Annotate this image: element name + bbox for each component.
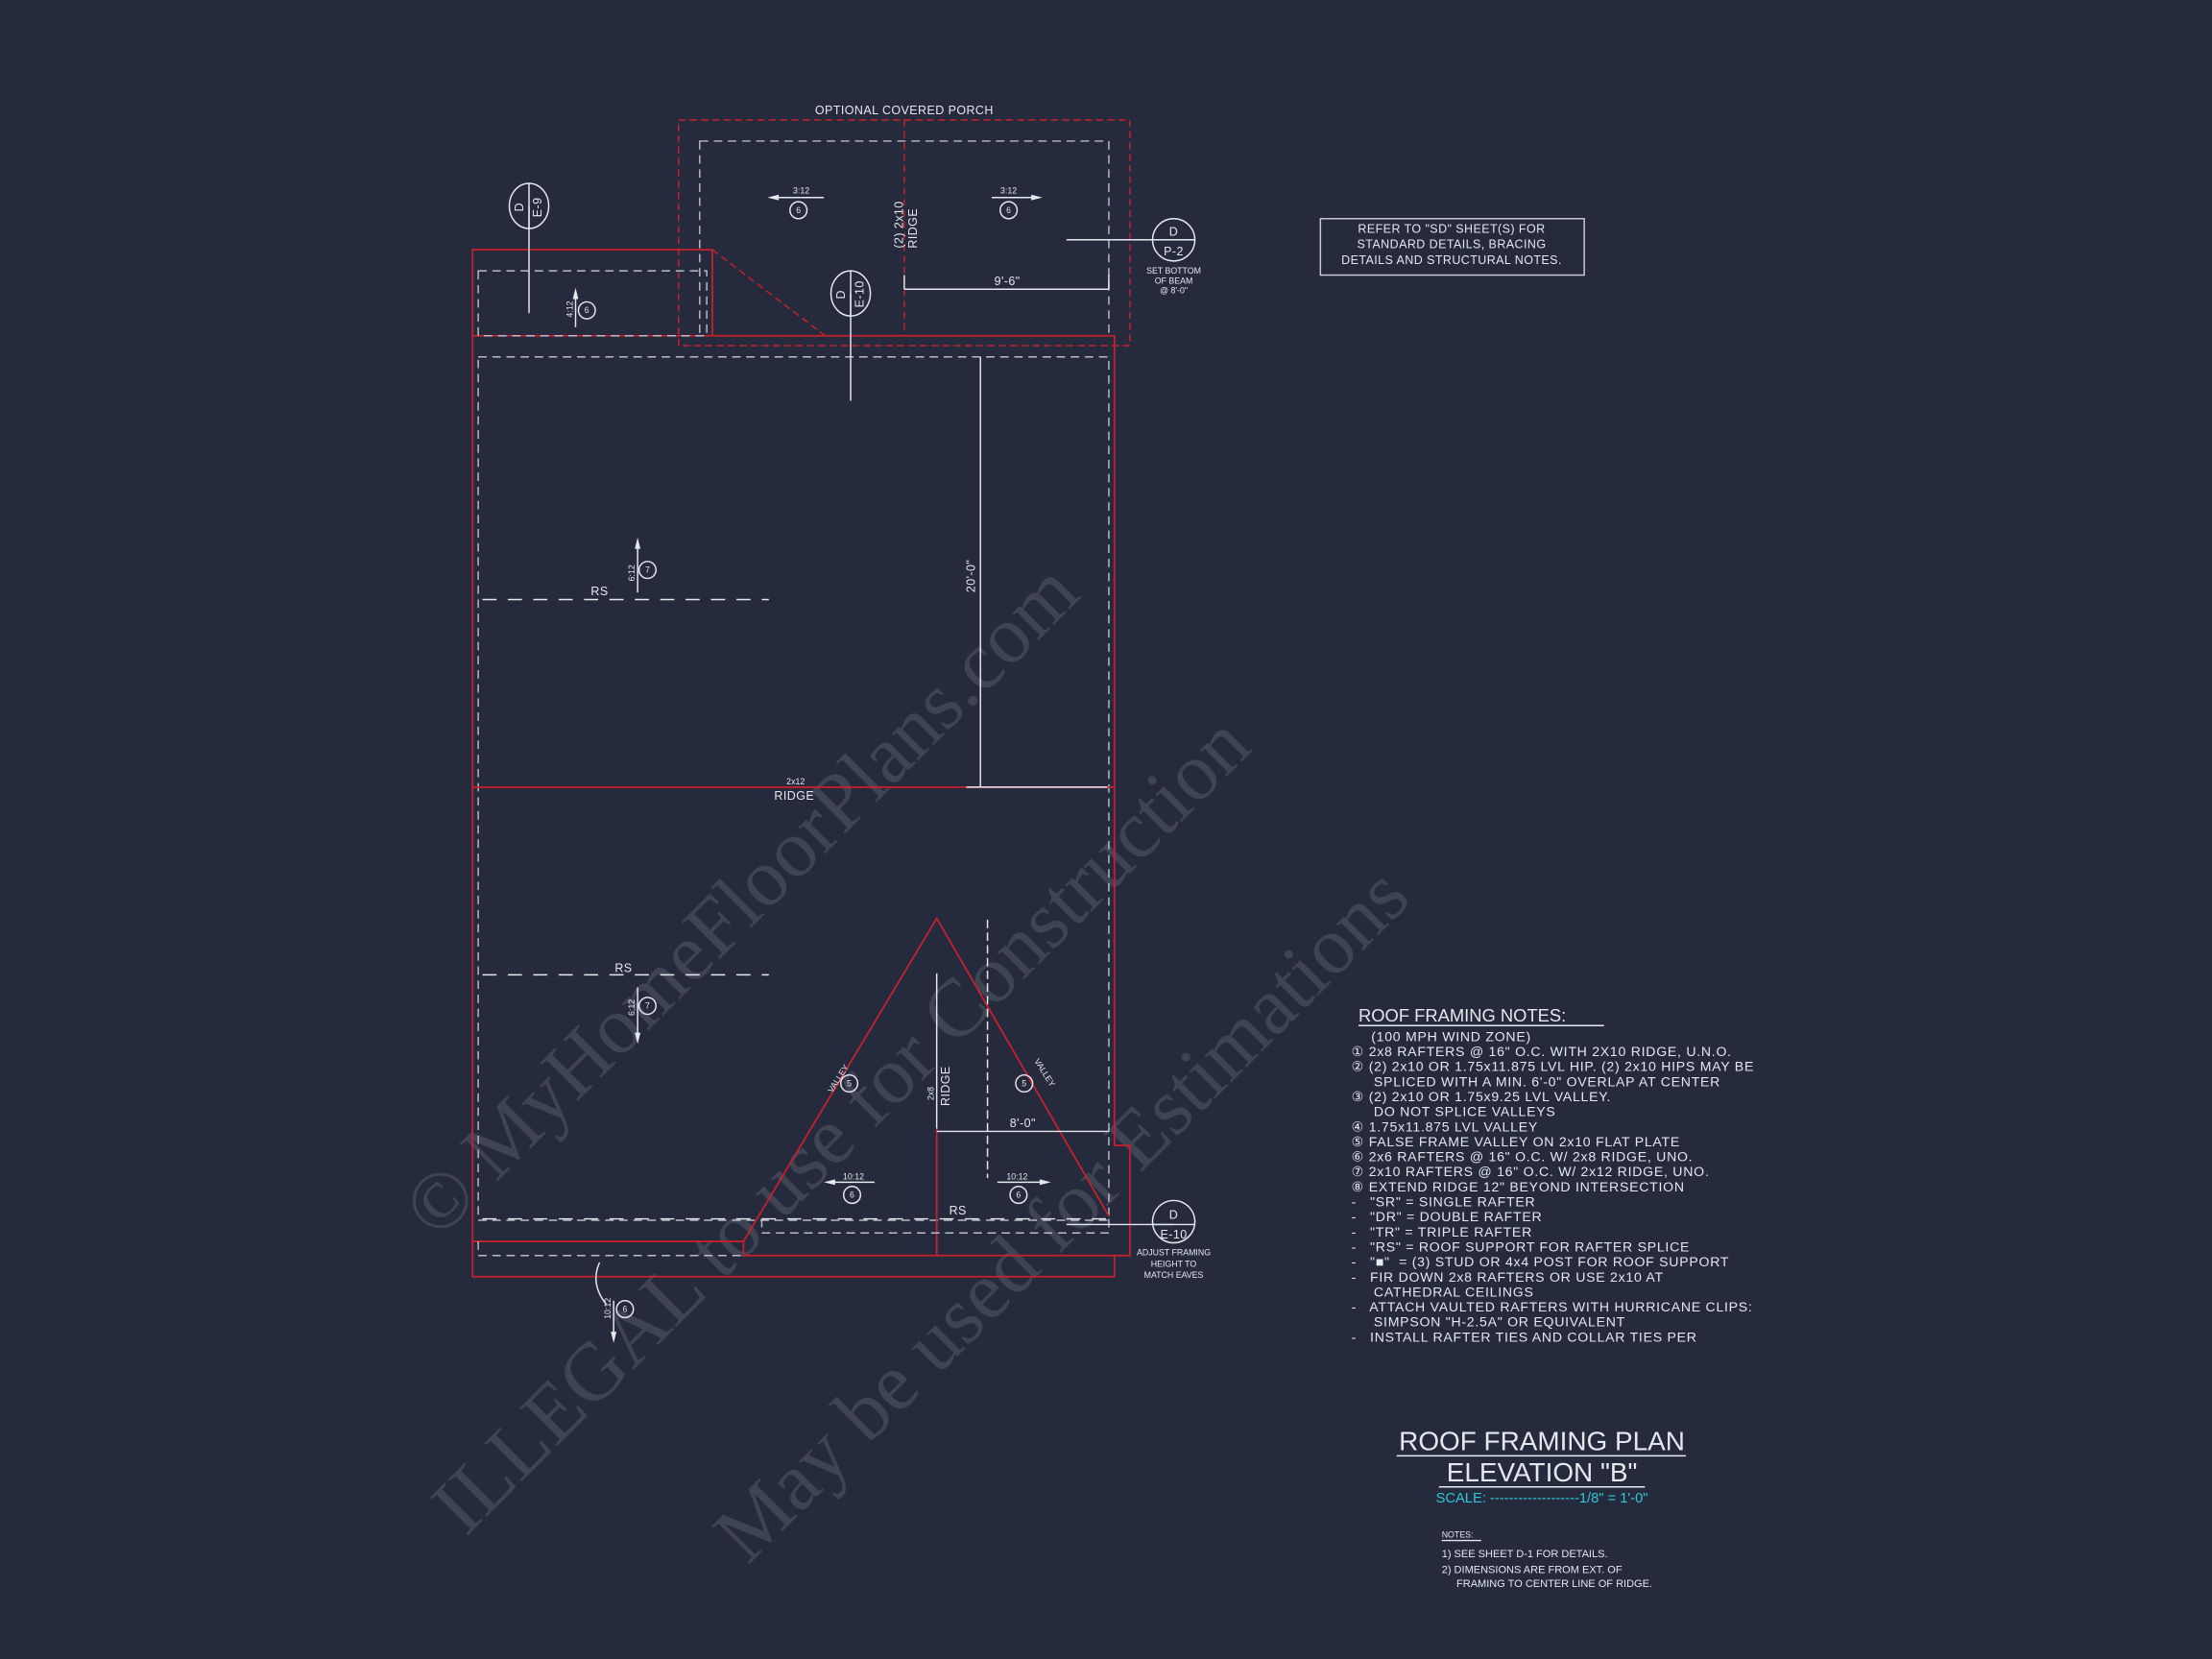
svg-text:STANDARD DETAILS, BRACING: STANDARD DETAILS, BRACING [1358, 238, 1547, 252]
svg-text:HEIGHT TO: HEIGHT TO [1151, 1260, 1197, 1269]
slope-label: 10:12 [843, 1171, 864, 1181]
drawing-title: ROOF FRAMING PLAN [1399, 1427, 1685, 1456]
svg-text:E-10: E-10 [1160, 1228, 1187, 1241]
drawing-subtitle: ELEVATION "B" [1447, 1457, 1638, 1487]
note-line: - FIR DOWN 2x8 RAFTERS OR USE 2x10 AT [1352, 1269, 1664, 1285]
notes-heading: NOTES: [1442, 1530, 1474, 1540]
svg-text:2) DIMENSIONS ARE FROM EXT. O: 2) DIMENSIONS ARE FROM EXT. OF [1442, 1564, 1623, 1575]
valley-lines [742, 916, 1110, 1242]
note-line: ⑤ FALSE FRAME VALLEY ON 2x10 FLAT PLATE [1352, 1134, 1680, 1149]
slope-label: 3:12 [1000, 185, 1017, 195]
slope-label: 4:12 [565, 301, 575, 317]
roof-framing-notes: ROOF FRAMING NOTES: (100 MPH WIND ZONE)①… [1352, 1005, 1754, 1345]
svg-text:1) SEE SHEET D-1 FOR DETAILS.: 1) SEE SHEET D-1 FOR DETAILS. [1442, 1549, 1608, 1560]
svg-text:E-9: E-9 [531, 198, 544, 218]
section-callout-e9[interactable]: D E-9 [508, 182, 550, 229]
note-line: - INSTALL RAFTER TIES AND COLLAR TIES PE… [1352, 1329, 1697, 1344]
note-line: SPLICED WITH A MIN. 6'-0" OVERLAP AT CEN… [1352, 1073, 1720, 1089]
gable-ridge-label: RIDGE [939, 1066, 952, 1106]
svg-text:6: 6 [585, 305, 589, 315]
drawing-scale: SCALE: -------------------1/8" = 1'-0" [1436, 1491, 1648, 1506]
main-ridge-label: RIDGE [774, 789, 814, 803]
porch-label: OPTIONAL COVERED PORCH [815, 104, 994, 117]
svg-text:5: 5 [1022, 1078, 1026, 1088]
svg-text:D: D [834, 290, 848, 299]
svg-text:D: D [1169, 225, 1178, 238]
svg-text:6: 6 [850, 1190, 854, 1200]
refer-box: REFER TO "SD" SHEET(S) FOR STANDARD DETA… [1319, 218, 1585, 276]
svg-text:REFER TO "SD" SHEET(S) FOR: REFER TO "SD" SHEET(S) FOR [1358, 222, 1545, 235]
dimension-label: 8'-0" [1010, 1117, 1036, 1130]
dimension-label: 20'-0" [964, 560, 977, 592]
svg-text:D: D [513, 203, 526, 211]
gable-ridge-label: 2x8 [926, 1087, 936, 1100]
slope-label: 10:12 [1006, 1171, 1027, 1181]
note-line: ④ 1.75x11.875 LVL VALLEY [1352, 1118, 1538, 1134]
svg-text:FRAMING TO CENTER LINE OF RIDG: FRAMING TO CENTER LINE OF RIDGE. [1442, 1578, 1652, 1590]
slope-label: 3:12 [793, 185, 809, 195]
section-callout-p2[interactable]: D P-2 SET BOTTOM OF BEAM @ 8'-0" [1146, 218, 1201, 296]
porch-ridge-label: RIDGE [906, 208, 920, 249]
rs-label: RS [614, 961, 632, 974]
note-line: ⑦ 2x10 RAFTERS @ 16" O.C. W/ 2x12 RIDGE,… [1352, 1164, 1710, 1179]
svg-text:6: 6 [622, 1305, 627, 1314]
note-line: ③ (2) 2x10 OR 1.75x9.25 LVL VALLEY. [1352, 1089, 1612, 1104]
note-markers: 6 6 6 7 7 5 5 6 6 6 [577, 201, 1034, 1319]
note-line: - "■" = (3) STUD OR 4x4 POST FOR ROOF SU… [1352, 1254, 1730, 1269]
slope-label: 10:12 [603, 1298, 613, 1319]
note-line: (100 MPH WIND ZONE) [1371, 1028, 1531, 1044]
rs-label: RS [950, 1204, 967, 1217]
framing-lines [471, 119, 1174, 1343]
main-ridge-label: 2x12 [786, 777, 805, 786]
note-line: - "RS" = ROOF SUPPORT FOR RAFTER SPLICE [1352, 1238, 1690, 1254]
note-line: DO NOT SPLICE VALLEYS [1352, 1104, 1556, 1119]
svg-text:5: 5 [847, 1078, 852, 1088]
svg-text:6: 6 [796, 205, 801, 215]
svg-text:P-2: P-2 [1164, 245, 1184, 258]
note-line: - ATTACH VAULTED RAFTERS WITH HURRICANE … [1352, 1299, 1753, 1314]
note-line: ⑧ EXTEND RIDGE 12" BEYOND INTERSECTION [1352, 1179, 1685, 1194]
svg-text:6: 6 [1006, 205, 1011, 215]
section-callout-e10-bottom[interactable]: D E-10 ADJUST FRAMING HEIGHT TO MATCH EA… [1137, 1199, 1211, 1280]
note-line: ② (2) 2x10 OR 1.75x11.875 LVL HIP. (2) 2… [1352, 1059, 1754, 1074]
dimension-label: 9'-6" [995, 275, 1021, 288]
svg-text:OF BEAM: OF BEAM [1155, 276, 1193, 285]
svg-text:@ 8'-0": @ 8'-0" [1160, 286, 1188, 296]
svg-text:7: 7 [645, 1001, 650, 1011]
note-line: - "DR" = DOUBLE RAFTER [1352, 1209, 1543, 1224]
svg-text:MATCH EAVES: MATCH EAVES [1144, 1270, 1204, 1280]
section-callout-e10-top[interactable]: D E-10 [830, 270, 872, 317]
slope-label: 6:12 [627, 999, 637, 1016]
svg-text:E-10: E-10 [853, 280, 866, 307]
notes-title: ROOF FRAMING NOTES: [1358, 1005, 1566, 1025]
svg-text:6: 6 [1016, 1190, 1021, 1200]
porch-ridge-label: (2) 2x10 [892, 201, 905, 248]
note-line: ⑥ 2x6 RAFTERS @ 16" O.C. W/ 2x8 RIDGE, U… [1352, 1149, 1694, 1165]
svg-text:SET BOTTOM: SET BOTTOM [1146, 266, 1201, 276]
rs-label: RS [590, 585, 608, 598]
slope-label: 6:12 [627, 565, 637, 581]
svg-text:ADJUST FRAMING: ADJUST FRAMING [1137, 1248, 1211, 1258]
svg-text:D: D [1169, 1209, 1178, 1222]
svg-text:7: 7 [645, 565, 650, 575]
note-line: - "TR" = TRIPLE RAFTER [1352, 1224, 1532, 1239]
note-line: SIMPSON "H-2.5A" OR EQUIVALENT [1352, 1314, 1625, 1330]
note-line: CATHEDRAL CEILINGS [1352, 1284, 1534, 1299]
title-block: ROOF FRAMING PLAN ELEVATION "B" SCALE: -… [1396, 1427, 1686, 1590]
svg-text:DETAILS AND STRUCTURAL NOTES.: DETAILS AND STRUCTURAL NOTES. [1341, 253, 1562, 267]
note-line: ① 2x8 RAFTERS @ 16" O.C. WITH 2X10 RIDGE… [1352, 1044, 1732, 1059]
note-line: - "SR" = SINGLE RAFTER [1352, 1194, 1536, 1210]
